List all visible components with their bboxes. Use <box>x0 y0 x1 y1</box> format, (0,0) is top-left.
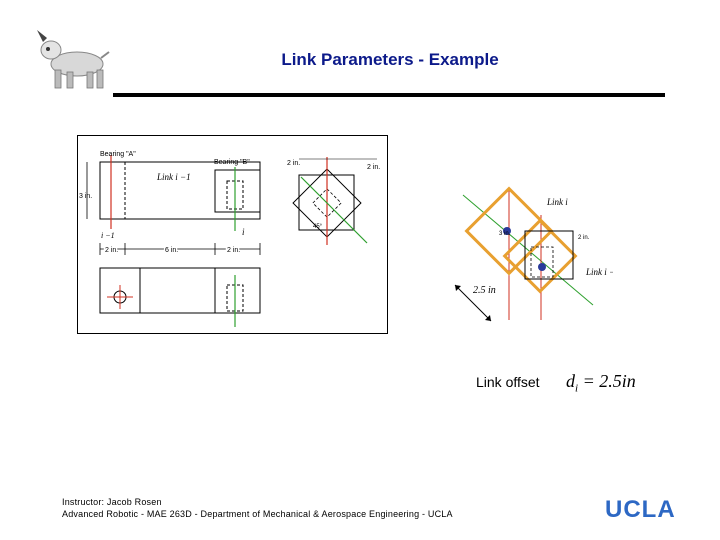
bearing-a-label: Bearing "A" <box>100 151 136 158</box>
axis-i-label: i <box>242 227 245 237</box>
footer-instructor: Instructor: Jacob Rosen <box>62 497 162 507</box>
ucla-logo: UCLA <box>605 496 676 523</box>
angle-45-label: 45° <box>313 224 323 230</box>
dim-3in-right: 3 in. <box>499 231 511 237</box>
link-offset-diagram: Link i Link i −1 3 in. 2 in. 2.5 in <box>454 186 613 322</box>
link-i-label: Link i <box>546 197 568 207</box>
dim-2in-side: 2 in. <box>367 164 380 171</box>
formula-subscript: i <box>575 382 579 395</box>
robot-dog-logo <box>37 30 110 89</box>
slide-footer: Instructor: Jacob Rosen Advanced Robotic… <box>62 496 453 520</box>
title-divider <box>113 93 665 97</box>
dim-2in-top: 2 in. <box>287 160 300 167</box>
slide-title: Link Parameters - Example <box>281 50 499 69</box>
dim-2in-a: 2 in. <box>105 247 118 254</box>
link-engineering-drawing: 3 in. Bearing "A" Bearing "B" Link i −1 … <box>77 135 388 334</box>
dim-2in-right: 2 in. <box>578 235 590 241</box>
link-i-minus-1-label-right: Link i −1 <box>585 267 613 277</box>
formula-value: = 2.5in <box>578 371 636 391</box>
link-offset-label: Link offset <box>476 374 540 390</box>
dim-2in-b: 2 in. <box>227 247 240 254</box>
link-offset-formula: di = 2.5in <box>566 371 636 395</box>
footer-course: Advanced Robotic - MAE 263D - Department… <box>62 509 453 519</box>
dim-6in: 6 in. <box>165 247 178 254</box>
dim-3in-label: 3 in. <box>79 193 92 200</box>
formula-symbol: d <box>566 371 575 391</box>
dim-2-5in-right: 2.5 in <box>473 285 496 296</box>
axis-i-minus-1-label: i −1 <box>101 231 115 240</box>
link-i-minus-1-label: Link i −1 <box>156 172 191 182</box>
bearing-b-label: Bearing "B" <box>214 159 250 166</box>
